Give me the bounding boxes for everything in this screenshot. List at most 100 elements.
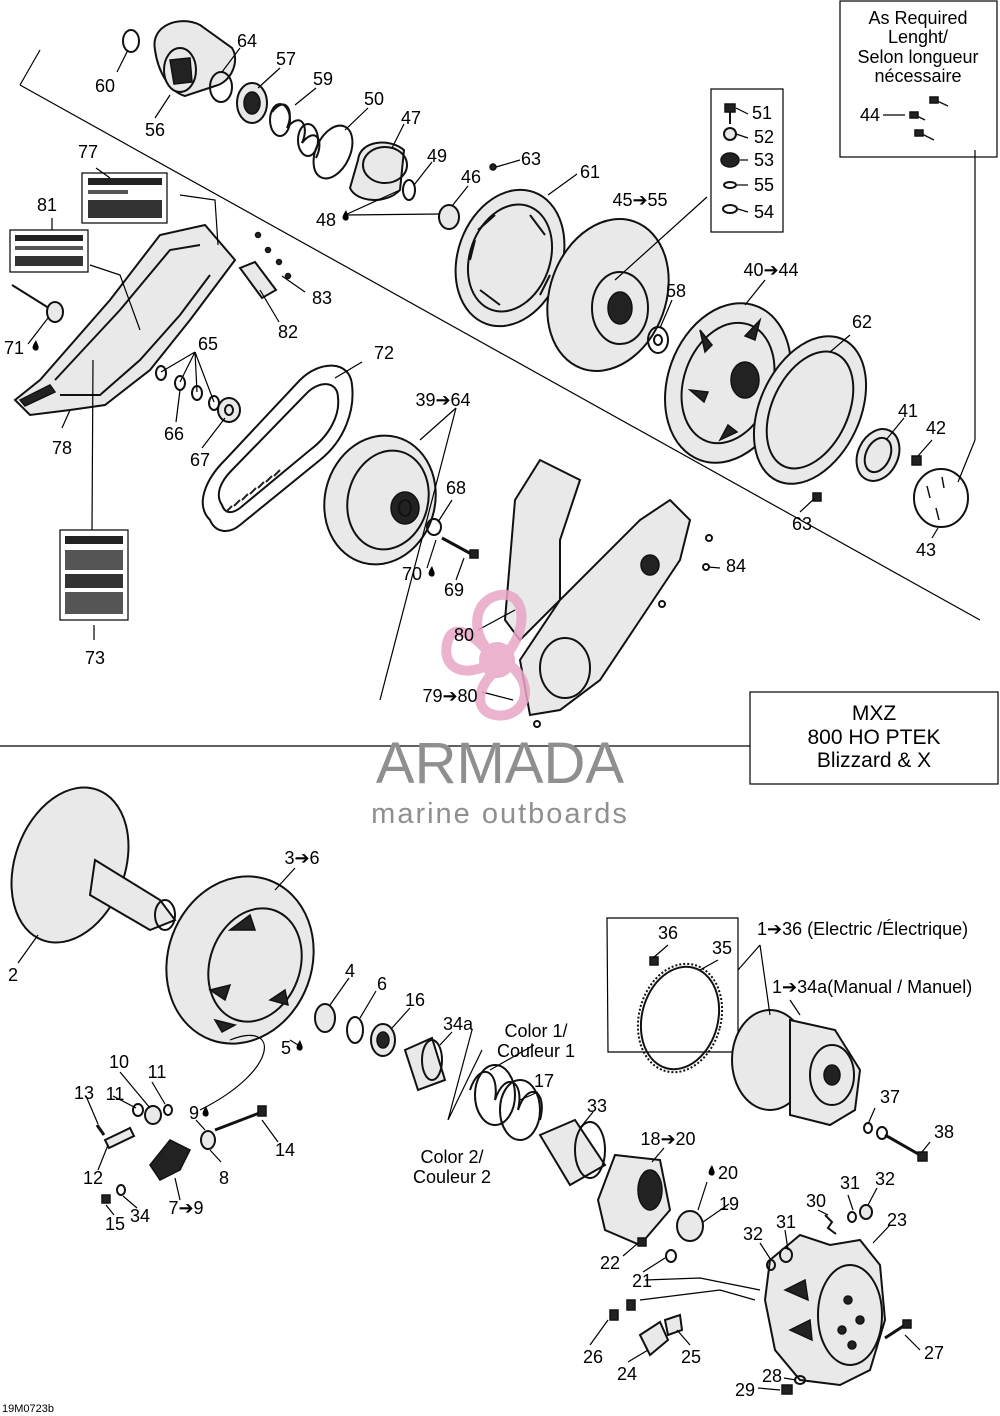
part-ring-50 (312, 124, 354, 180)
model-line-1: MXZ (852, 702, 897, 725)
label-18-20: 18➔20 (640, 1129, 695, 1149)
part-belt-72 (201, 364, 354, 532)
label-29: 29 (735, 1380, 755, 1400)
label-3-6: 3➔6 (284, 848, 319, 868)
part-number-labels: 60 64 57 59 56 50 47 49 63 46 61 48 51 5… (4, 31, 954, 1400)
label-62: 62 (852, 312, 872, 332)
label-21: 21 (632, 1271, 652, 1291)
part-washer-58 (647, 326, 669, 354)
label-13: 13 (74, 1083, 94, 1103)
label-32-b: 32 (743, 1224, 763, 1244)
label-8: 8 (219, 1168, 229, 1188)
note-as-required: As Required Lenght/ Selon longueur néces… (857, 8, 978, 86)
label-82: 82 (278, 322, 298, 342)
note-electric: 1➔36 (Electric /Électrique) (757, 919, 968, 939)
label-46: 46 (461, 167, 481, 187)
label-55: 55 (754, 175, 774, 195)
label-30: 30 (806, 1191, 826, 1211)
part-cover-79 (503, 458, 713, 728)
label-45-55: 45➔55 (612, 190, 667, 210)
part-screw-63-mid (812, 492, 822, 502)
part-bolt-27 (884, 1319, 912, 1340)
part-pin-13-12 (95, 1124, 136, 1150)
part-screw-63-top (489, 163, 497, 171)
label-67: 67 (190, 450, 210, 470)
drop-icon (296, 1040, 303, 1051)
part-bushing-19 (676, 1210, 704, 1242)
as-required-line-1: As Required (868, 8, 967, 28)
label-77: 77 (78, 142, 98, 162)
note-color2-line-1: Color 2/ (420, 1147, 483, 1167)
part-spring-30 (824, 1214, 837, 1235)
label-2: 2 (8, 965, 18, 985)
part-washer-64 (209, 71, 233, 103)
part-rings-31-32 (766, 1204, 873, 1271)
label-50: 50 (364, 89, 384, 109)
label-48: 48 (316, 210, 336, 230)
watermark-tagline: marine outboards (371, 798, 629, 830)
label-27: 27 (924, 1343, 944, 1363)
part-sleeve-34a (403, 1036, 447, 1092)
label-56: 56 (145, 120, 165, 140)
label-26: 26 (583, 1347, 603, 1367)
note-color1-line-1: Color 1/ (504, 1021, 567, 1041)
note-model-box: MXZ 800 HO PTEK Blizzard & X (749, 691, 999, 785)
label-80: 80 (454, 625, 474, 645)
part-screw-22 (637, 1237, 647, 1247)
label-59: 59 (313, 69, 333, 89)
label-68: 68 (446, 478, 466, 498)
label-44: 44 (860, 105, 880, 125)
part-housing-3 (165, 875, 315, 1045)
grease-drop-icons (32, 210, 715, 1176)
drop-icon (342, 210, 349, 221)
as-required-line-2: Lenght/ (888, 27, 948, 47)
drop-icon (708, 1165, 715, 1176)
label-72: 72 (374, 343, 394, 363)
label-81: 81 (37, 195, 57, 215)
label-37: 37 (880, 1087, 900, 1107)
label-66: 66 (164, 424, 184, 444)
decal-73 (59, 529, 129, 621)
decal-81 (9, 229, 89, 273)
label-78: 78 (52, 438, 72, 458)
label-24: 24 (617, 1364, 637, 1384)
label-53: 53 (754, 150, 774, 170)
label-33: 33 (587, 1096, 607, 1116)
label-34a: 34a (443, 1014, 474, 1034)
label-73: 73 (85, 648, 105, 668)
label-11-a: 11 (148, 1062, 167, 1082)
as-required-line-4: nécessaire (874, 66, 961, 86)
part-bushing-8 (200, 1130, 216, 1150)
model-line-3: Blizzard & X (817, 749, 931, 772)
part-sleeve-33 (538, 1118, 607, 1187)
watermark-brand: ARMADA (376, 731, 624, 796)
part-spring-59 (269, 103, 321, 159)
note-color2-line-2: Couleur 2 (413, 1167, 491, 1187)
label-5: 5 (281, 1038, 291, 1058)
part-bushing-4 (314, 1003, 336, 1033)
label-38: 38 (934, 1122, 954, 1142)
label-43: 43 (916, 540, 936, 560)
part-bushing-46 (438, 204, 460, 230)
label-28: 28 (762, 1366, 782, 1386)
part-spring-71 (11, 284, 64, 323)
part-roller-11-10 (132, 1103, 173, 1125)
label-9: 9 (189, 1103, 199, 1123)
part-ring-60 (122, 29, 140, 53)
inset-box-51-55 (710, 88, 784, 233)
label-49: 49 (427, 146, 447, 166)
as-required-line-3: Selon longueur (857, 47, 978, 67)
part-plate-61 (454, 188, 566, 328)
label-64-top: 64 (237, 31, 257, 51)
label-42: 42 (926, 418, 946, 438)
drop-icon (202, 1106, 209, 1117)
part-sheave-2 (10, 786, 177, 944)
propeller-logo-icon (441, 589, 531, 721)
label-63-top: 63 (521, 149, 541, 169)
part-bolt-69 (441, 536, 479, 559)
part-ring-41 (855, 428, 901, 482)
part-plate-62 (752, 335, 868, 485)
label-71: 71 (4, 338, 24, 358)
decal-77 (81, 172, 168, 224)
label-60: 60 (95, 76, 115, 96)
